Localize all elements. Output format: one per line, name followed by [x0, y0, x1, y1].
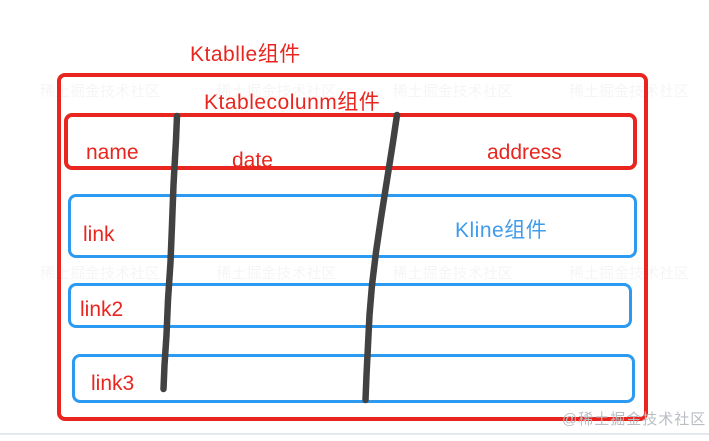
table-row: link Kline组件: [68, 194, 637, 258]
table-row: link2: [68, 283, 632, 328]
table-header-row: name date address: [64, 113, 637, 172]
row-label: link3: [91, 372, 135, 395]
table-row: link3: [72, 354, 635, 403]
header-cell-address: address: [487, 141, 562, 164]
diagram-title: Ktablle组件: [190, 43, 301, 66]
header-cell-date: date: [232, 149, 273, 172]
kline-component-label: Kline组件: [455, 219, 548, 242]
juejin-watermark: @稀土掘金技术社区: [562, 411, 707, 428]
ktable-outer-box: [57, 73, 648, 421]
bottom-separator-line: [0, 433, 709, 435]
row-label: link2: [80, 298, 124, 321]
ktablecolumn-label: Ktablecolunm组件: [204, 91, 381, 114]
header-cell-name: name: [86, 141, 139, 164]
row-label: link: [83, 223, 115, 246]
